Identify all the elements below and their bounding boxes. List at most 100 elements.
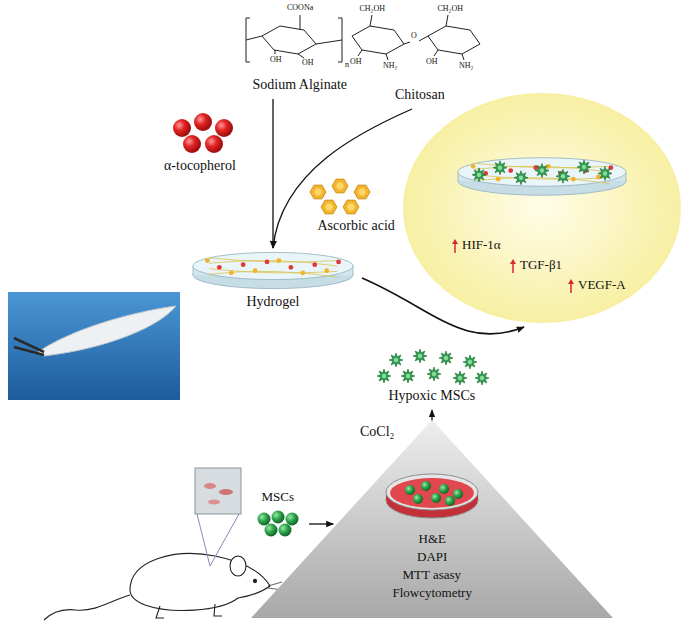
dish-shape <box>253 268 258 273</box>
text-label: H&E <box>419 532 446 547</box>
tri-shape <box>445 496 455 506</box>
balls-shape <box>272 511 285 524</box>
atom-label: NH₂ <box>383 61 397 70</box>
tri-shape <box>431 493 441 503</box>
ascorbic-hexagons <box>321 200 337 214</box>
alginate-structure <box>316 40 342 44</box>
dish-shape <box>241 262 246 267</box>
ascorbic-hexagons <box>310 179 370 214</box>
atom-label: OH <box>426 57 438 66</box>
ell-shape <box>535 164 549 178</box>
dish-shape <box>288 265 293 270</box>
dish-shape <box>209 260 337 266</box>
tissue-photo <box>195 468 241 514</box>
tissue-photo <box>204 483 216 489</box>
tri-shape <box>421 481 431 491</box>
tri-shape <box>405 485 415 495</box>
chitosan-structure <box>434 50 438 56</box>
dish-shape <box>300 270 305 275</box>
chitosan-structure <box>419 36 428 41</box>
result-ellipse: HIF-1αTGF-β1VEGF-A <box>402 92 682 324</box>
rat-drawing <box>156 606 164 618</box>
ell-shape <box>458 158 626 187</box>
stars-shape <box>453 371 467 385</box>
hydrogel-dish: Hydrogel <box>188 250 358 314</box>
stars-shape <box>389 353 403 367</box>
alginate-structure <box>262 26 316 54</box>
atom-label: CH₂OH <box>360 4 385 13</box>
text-label: HIF-1α <box>462 238 501 253</box>
ell-shape <box>452 239 458 244</box>
tri-shape <box>390 478 474 508</box>
chitosan-structure <box>352 15 480 60</box>
text-label: CoCl₂ <box>360 424 394 440</box>
ell-shape <box>512 263 514 273</box>
tri-shape <box>386 474 478 510</box>
ell-shape <box>571 177 576 182</box>
tocopherol-spheres <box>173 113 233 153</box>
text-label: MTT asasy <box>403 568 462 583</box>
dish-shape <box>277 258 282 263</box>
stars-shape <box>439 351 453 365</box>
alginate-structure <box>246 15 342 62</box>
stars-shape <box>377 369 391 383</box>
dish-shape <box>229 270 234 275</box>
compound-label: Ascorbic acid <box>318 218 395 234</box>
tissue-photo <box>219 489 233 495</box>
stars-shape <box>413 349 427 363</box>
atom-label: OH <box>350 57 362 66</box>
tocopherol-spheres <box>194 113 212 131</box>
hydrogel-photo <box>38 306 176 356</box>
chitosan-structure <box>428 26 480 54</box>
ell-shape <box>514 171 528 185</box>
tissue-photo <box>195 468 241 566</box>
dish-shape <box>312 262 317 267</box>
stars-shape <box>427 367 441 381</box>
flow-arrow <box>272 99 273 248</box>
chitosan-structure <box>352 26 404 54</box>
ascorbic-hexagons <box>343 200 359 214</box>
chitosan-structure <box>462 54 464 60</box>
rat-drawing <box>214 604 222 616</box>
text-label: Hydrogel <box>247 294 300 310</box>
stars-shape <box>401 369 415 383</box>
dish-shape <box>193 252 353 279</box>
atom-label: CH₂OH <box>438 4 463 13</box>
dish-shape <box>336 260 341 265</box>
balls-shape <box>286 513 299 526</box>
text-label: Chitosan <box>395 87 445 103</box>
flow-arrow <box>273 109 412 248</box>
text-label: Sodium Alginate <box>253 77 348 93</box>
rat-drawing <box>253 579 256 582</box>
tissue-photo <box>197 514 239 566</box>
rat-drawing <box>44 554 282 620</box>
ell-shape <box>577 160 591 174</box>
ell-shape <box>472 168 486 182</box>
alginate-structure <box>300 15 301 30</box>
ell-shape <box>471 164 476 169</box>
tocopherol-spheres <box>205 135 223 153</box>
hydrogel-photo <box>14 347 44 355</box>
atom-label: COONa <box>287 3 313 12</box>
compound-label: Sodium Alginate <box>248 76 353 96</box>
flow-arrow <box>431 410 432 421</box>
text-label: DAPI <box>417 550 447 565</box>
ell-shape <box>510 259 516 264</box>
ell-shape <box>493 161 507 175</box>
chitosan-structure <box>370 15 372 26</box>
tocopherol-spheres <box>183 135 201 153</box>
atom-label: O <box>411 31 417 40</box>
ell-shape <box>570 283 572 293</box>
ell-shape <box>556 169 570 183</box>
atom-label: n <box>345 60 349 69</box>
tissue-photo <box>208 500 220 505</box>
ell-shape <box>496 177 501 182</box>
stars-shape <box>475 371 489 385</box>
ell-shape <box>508 168 513 173</box>
compound-label: α-tocopherol <box>164 158 236 174</box>
tri-shape <box>251 420 613 618</box>
chitosan-structure <box>386 54 388 60</box>
compound-label: Chitosan <box>390 86 450 106</box>
tocopherol-spheres <box>173 119 191 137</box>
